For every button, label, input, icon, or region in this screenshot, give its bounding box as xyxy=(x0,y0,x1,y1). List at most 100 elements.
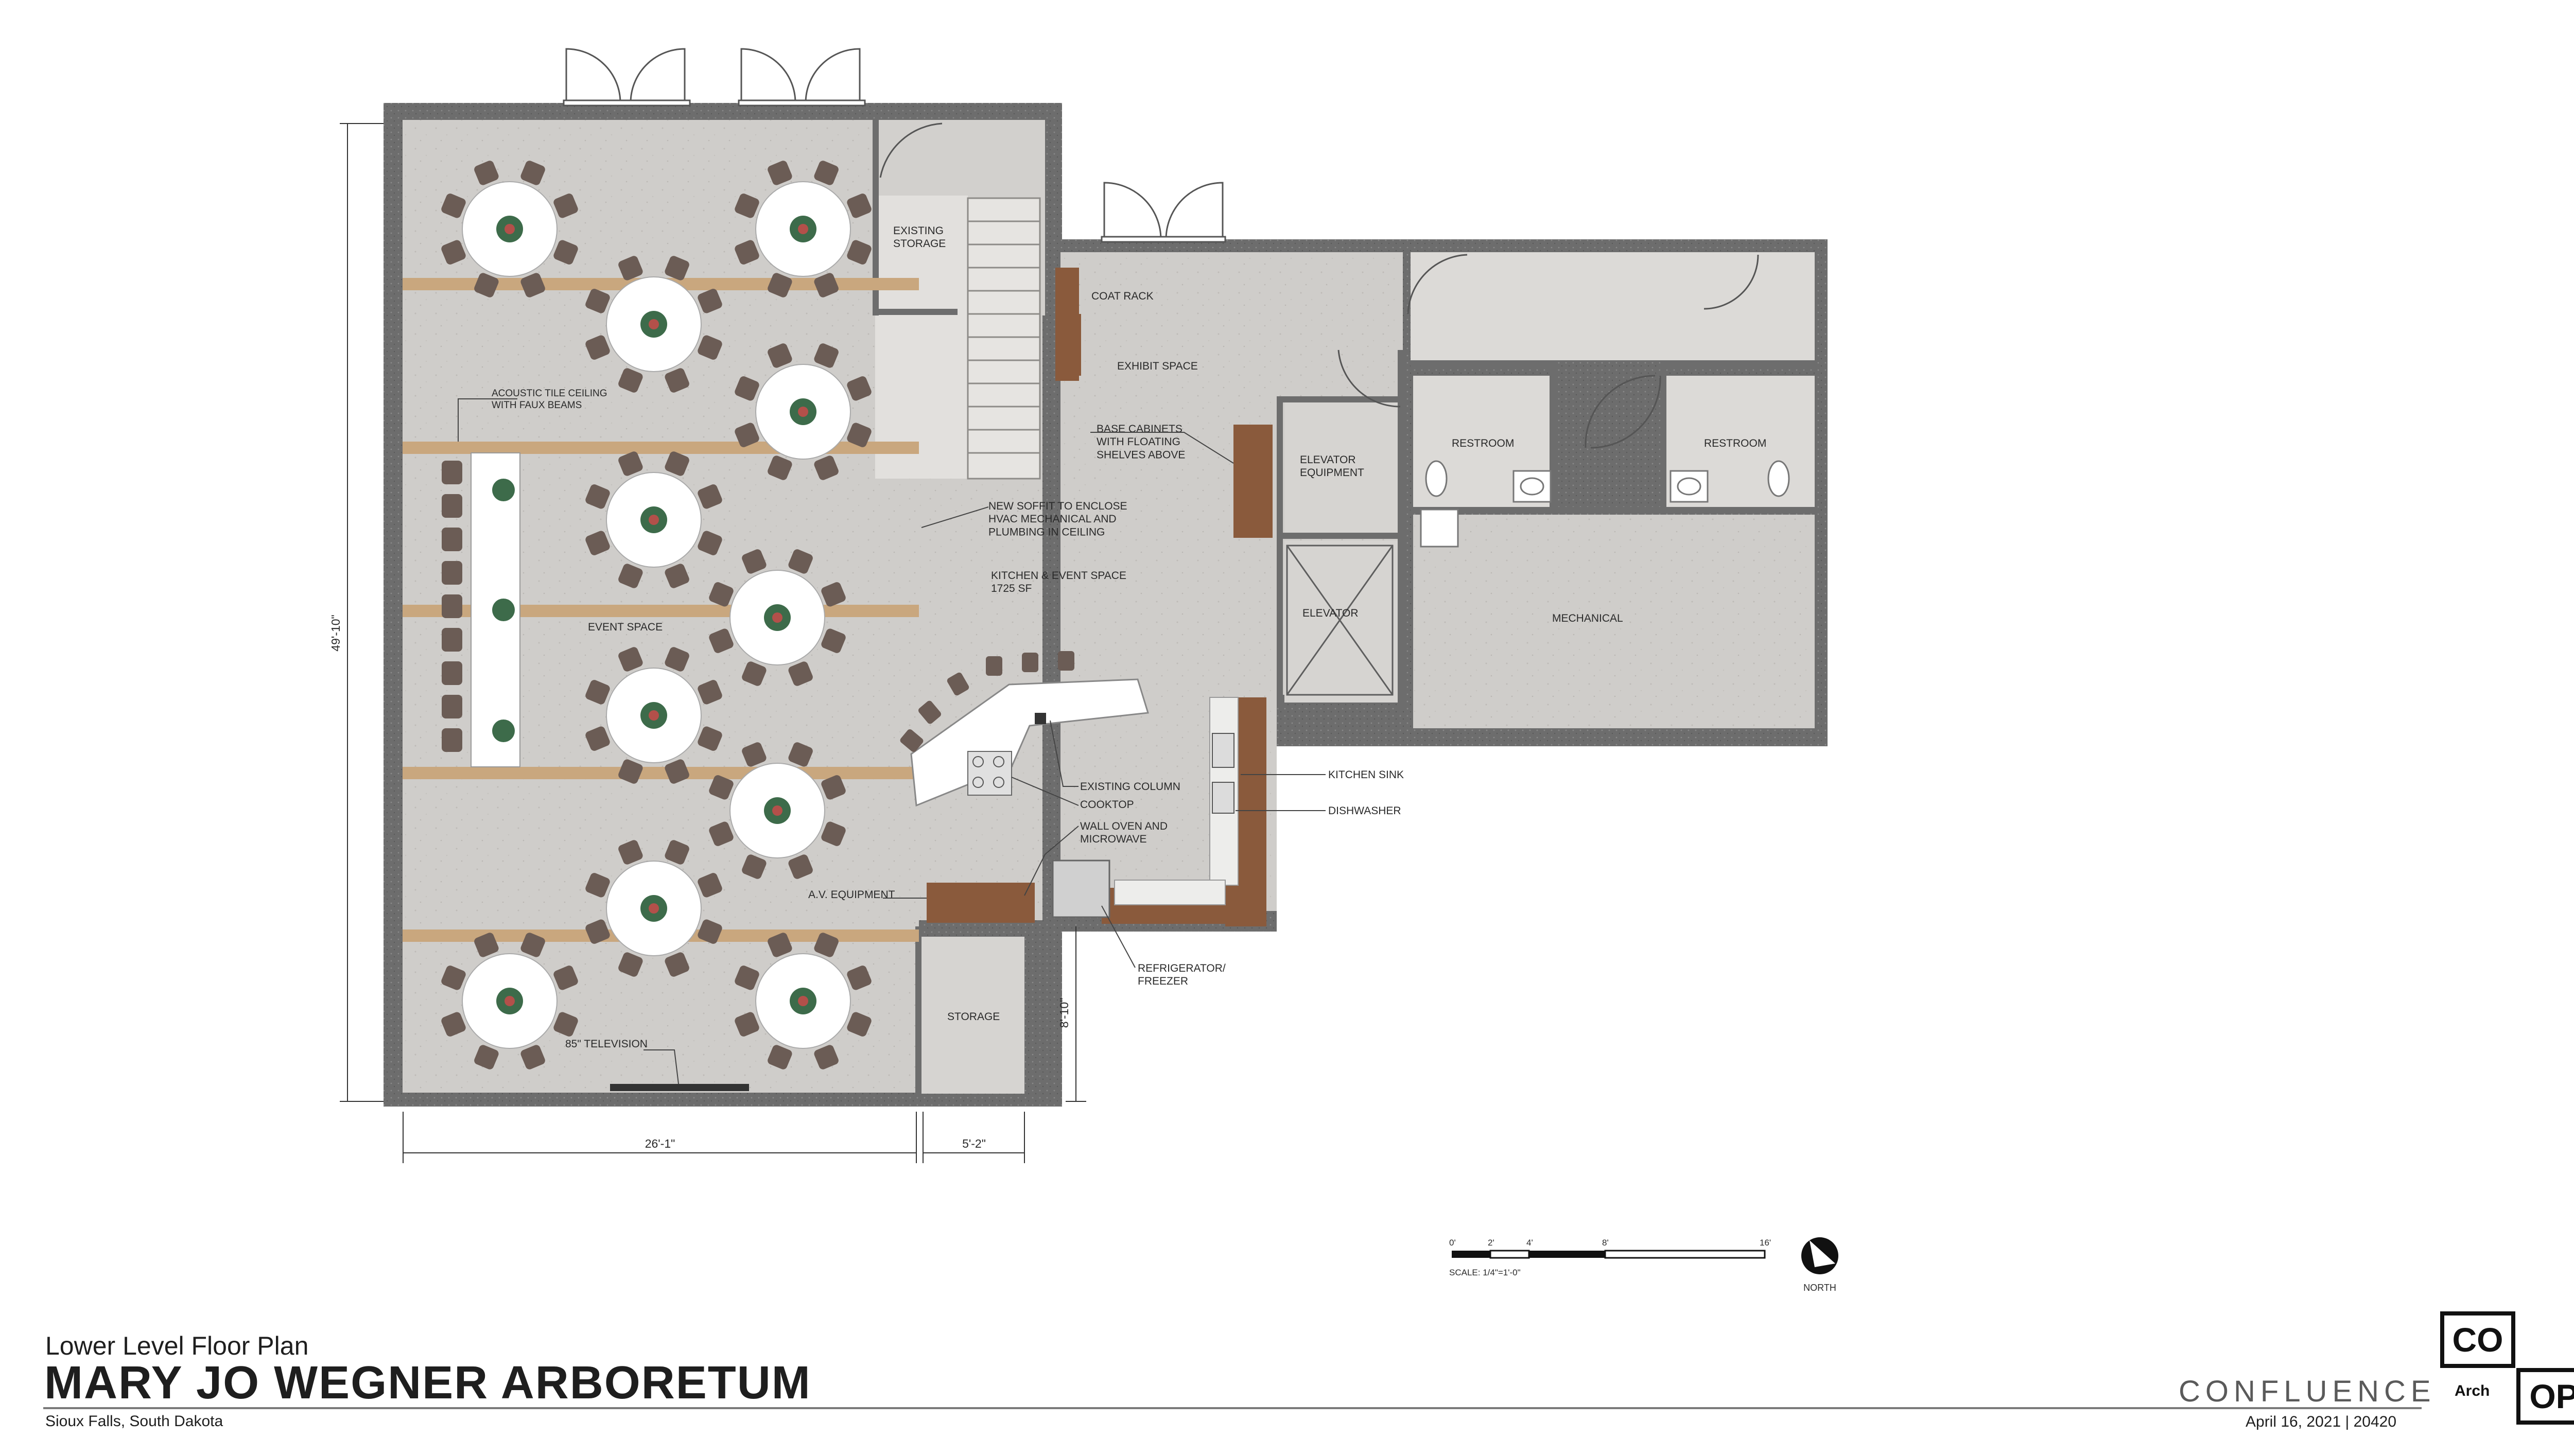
chair xyxy=(553,194,578,218)
centerpiece-flower xyxy=(505,224,515,234)
centerpiece-flower xyxy=(649,515,659,525)
chair xyxy=(618,451,643,476)
round-table xyxy=(441,933,578,1069)
chair xyxy=(585,484,610,509)
label-storage: STORAGE xyxy=(947,1011,1000,1023)
centerpiece-flower xyxy=(649,319,659,329)
chair xyxy=(735,966,759,990)
chair xyxy=(665,759,689,784)
dimension-lines xyxy=(340,123,1086,1163)
leader-lines xyxy=(458,398,1326,1084)
chair xyxy=(768,273,792,297)
round-table xyxy=(735,343,872,480)
chair xyxy=(474,1045,499,1069)
centerpiece-flower xyxy=(798,224,808,234)
chair xyxy=(814,273,839,297)
chair xyxy=(788,549,813,574)
chair xyxy=(665,840,689,865)
chair xyxy=(618,368,643,393)
elevator-cab xyxy=(1286,545,1394,696)
chair xyxy=(768,343,792,368)
chair xyxy=(847,194,872,218)
chair xyxy=(768,161,792,185)
chair xyxy=(585,531,610,555)
scale-tick-4: 4' xyxy=(1526,1238,1533,1248)
scale-tick-2: 2' xyxy=(1488,1238,1494,1248)
chair xyxy=(788,661,813,686)
chair xyxy=(821,582,846,607)
chair xyxy=(520,933,545,957)
label-restroom-right: RESTROOM xyxy=(1704,437,1766,449)
chair xyxy=(698,335,722,360)
chair xyxy=(665,647,689,672)
chair xyxy=(788,854,813,879)
chair xyxy=(847,966,872,990)
centerpiece-flower xyxy=(798,407,808,417)
chair xyxy=(585,726,610,751)
chair xyxy=(814,343,839,368)
round-table xyxy=(585,256,722,393)
label-cooktop: COOKTOP xyxy=(1080,799,1134,811)
chair xyxy=(698,484,722,509)
chair xyxy=(441,194,466,218)
chair xyxy=(698,289,722,313)
round-tables xyxy=(441,161,872,1069)
label-dishwasher: DISHWASHER xyxy=(1328,805,1401,817)
scale-tick-0: 0' xyxy=(1449,1238,1456,1248)
chair xyxy=(709,775,734,800)
chair xyxy=(520,273,545,297)
chair xyxy=(768,933,792,957)
round-table xyxy=(585,840,722,977)
dim-width-storage: 5'-2" xyxy=(962,1137,986,1150)
chair xyxy=(735,376,759,401)
scale-tick-8: 8' xyxy=(1602,1238,1609,1248)
chair xyxy=(735,194,759,218)
chair xyxy=(847,376,872,401)
scale-label: SCALE: 1/4"=1'-0" xyxy=(1449,1268,1521,1277)
chair xyxy=(585,289,610,313)
chair xyxy=(709,582,734,607)
dim-height: 49'-10" xyxy=(329,615,342,651)
dim-storage-depth: 8'-10" xyxy=(1057,998,1071,1028)
label-event-space: EVENT SPACE xyxy=(588,621,663,633)
chair xyxy=(585,919,610,944)
label-coat-rack: COAT RACK xyxy=(1091,290,1154,302)
chair xyxy=(847,423,872,447)
chair xyxy=(618,256,643,280)
scale-bar: 0' 2' 4' 8' 16' SCALE: 1/4"=1'-0" xyxy=(1449,1238,1771,1277)
chair xyxy=(553,240,578,265)
chair xyxy=(520,161,545,185)
chair xyxy=(742,854,767,879)
chair xyxy=(665,256,689,280)
existing-stair xyxy=(967,197,1041,480)
label-av-equipment: A.V. EQUIPMENT xyxy=(808,889,895,901)
chair xyxy=(768,1045,792,1069)
round-table xyxy=(735,161,872,297)
label-existing-column: EXISTING COLUMN xyxy=(1080,781,1180,793)
long-banquet-table xyxy=(442,452,520,767)
label-elevator: ELEVATOR xyxy=(1302,607,1359,619)
chair xyxy=(665,952,689,977)
chair xyxy=(585,680,610,705)
chair xyxy=(665,564,689,588)
dim-width-main: 26'-1" xyxy=(645,1137,675,1150)
chair xyxy=(585,873,610,898)
chair xyxy=(814,933,839,957)
chair xyxy=(618,840,643,865)
chair xyxy=(698,680,722,705)
chair xyxy=(474,161,499,185)
chair xyxy=(814,161,839,185)
chair xyxy=(735,423,759,447)
round-table xyxy=(585,451,722,588)
label-mechanical: MECHANICAL xyxy=(1552,612,1623,624)
chair xyxy=(788,742,813,767)
kitchen-millwork xyxy=(927,268,1273,926)
chair xyxy=(847,1012,872,1037)
chair xyxy=(441,1012,466,1037)
